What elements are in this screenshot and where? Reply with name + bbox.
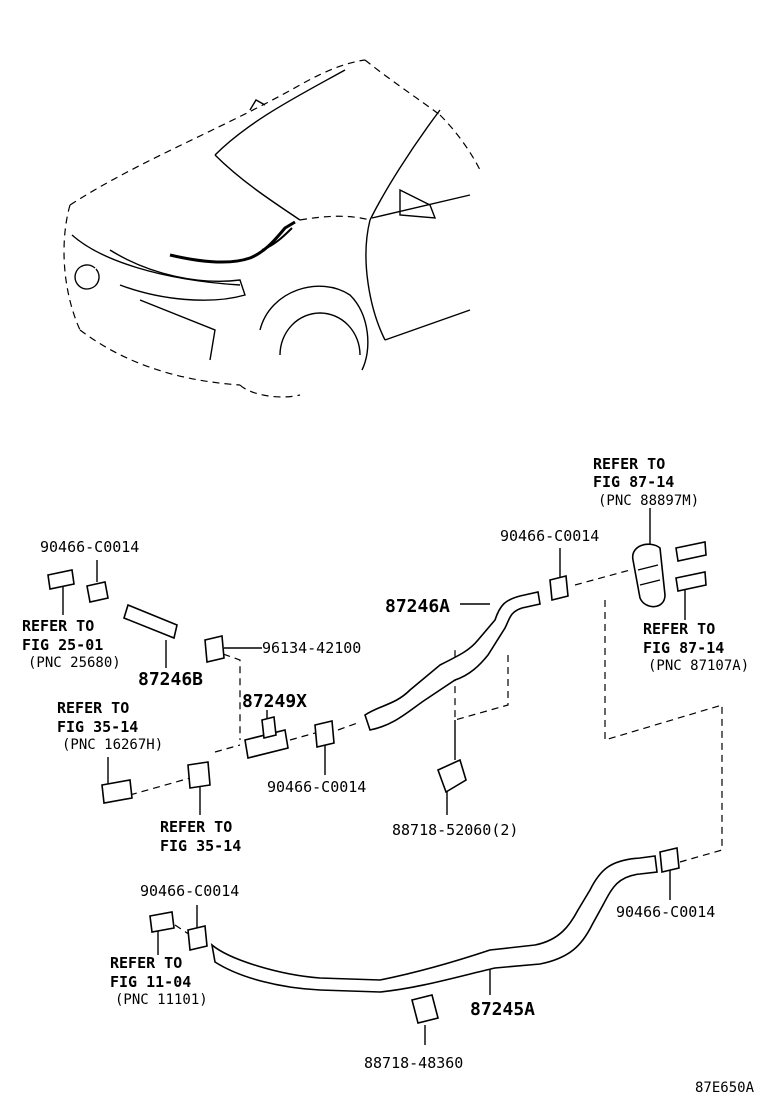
clip-90466-top-left — [86, 581, 109, 603]
clip-top-left-label: 90466-C0014 — [40, 538, 139, 556]
ref-fig-87-14-right-fig: FIG 87-14 — [643, 639, 724, 657]
valve-87249x — [244, 716, 289, 759]
ref-fig-87-14-right-pnc: (PNC 87107A) — [648, 658, 749, 674]
ref-fig-25-01-label: REFER TO — [22, 617, 94, 635]
clip-lower-right-label: 90466-C0014 — [616, 903, 715, 921]
pipe-11101 — [149, 911, 175, 933]
valve-bracket-88897m — [632, 541, 707, 608]
clamp-88718-48360 — [411, 994, 439, 1024]
ref-fig-25-01-fig: FIG 25-01 — [22, 636, 103, 654]
figure-code: 87E650A — [695, 1080, 755, 1096]
ref-fig-87-14-top-fig: FIG 87-14 — [593, 473, 674, 491]
hose-87246b — [123, 603, 178, 640]
hose-87246b-label: 87246B — [138, 669, 203, 690]
hose-87246a-label: 87246A — [385, 596, 450, 617]
ref-fig-35-14-top-pnc: (PNC 16267H) — [62, 737, 163, 753]
clamp-88718-52060 — [436, 758, 467, 794]
pipe-25680 — [47, 569, 75, 590]
clip-lower-left-label: 90466-C0014 — [140, 882, 239, 900]
ref-fig-35-14-bottom-fig: FIG 35-14 — [160, 837, 241, 855]
ref-fig-11-04-label: REFER TO — [110, 954, 182, 972]
valve-87249x-label: 87249X — [242, 691, 307, 712]
ref-fig-35-14-top-fig: FIG 35-14 — [57, 718, 138, 736]
clamp-96134-42100 — [204, 635, 225, 663]
ref-fig-11-04-pnc: (PNC 11101) — [115, 992, 208, 1008]
clip-90466-top-right — [549, 574, 569, 602]
leader-lines — [62, 508, 723, 1045]
clip-90466-lower-left — [187, 925, 208, 951]
car-outline-illustration — [63, 59, 481, 398]
clamp-88718-48360-label: 88718-48360 — [364, 1054, 463, 1072]
clip-90466-lower-right — [659, 847, 680, 873]
ref-fig-25-01-pnc: (PNC 25680) — [28, 655, 121, 671]
ref-fig-87-14-top-pnc: (PNC 88897M) — [598, 493, 699, 509]
clamp-96134-label: 96134-42100 — [262, 639, 361, 657]
hose-87245a — [210, 855, 658, 993]
hose-87246a — [364, 591, 541, 731]
clip-fig-35-14 — [187, 761, 211, 789]
clip-90466-mid — [314, 720, 335, 748]
pipe-16267h — [101, 779, 133, 804]
hose-87245a-label: 87245A — [470, 999, 535, 1020]
ref-fig-35-14-top-label: REFER TO — [57, 699, 129, 717]
clip-top-right-label: 90466-C0014 — [500, 527, 599, 545]
ref-fig-35-14-bottom-label: REFER TO — [160, 818, 232, 836]
clamp-88718-52060-label: 88718-52060(2) — [392, 821, 518, 839]
ref-fig-87-14-right-label: REFER TO — [643, 620, 715, 638]
callout-labels: REFER TO FIG 87-14 (PNC 88897M) 90466-C0… — [22, 455, 755, 1096]
ref-fig-87-14-top-label: REFER TO — [593, 455, 665, 473]
clip-mid-label: 90466-C0014 — [267, 778, 366, 796]
ref-fig-11-04-fig: FIG 11-04 — [110, 973, 191, 991]
